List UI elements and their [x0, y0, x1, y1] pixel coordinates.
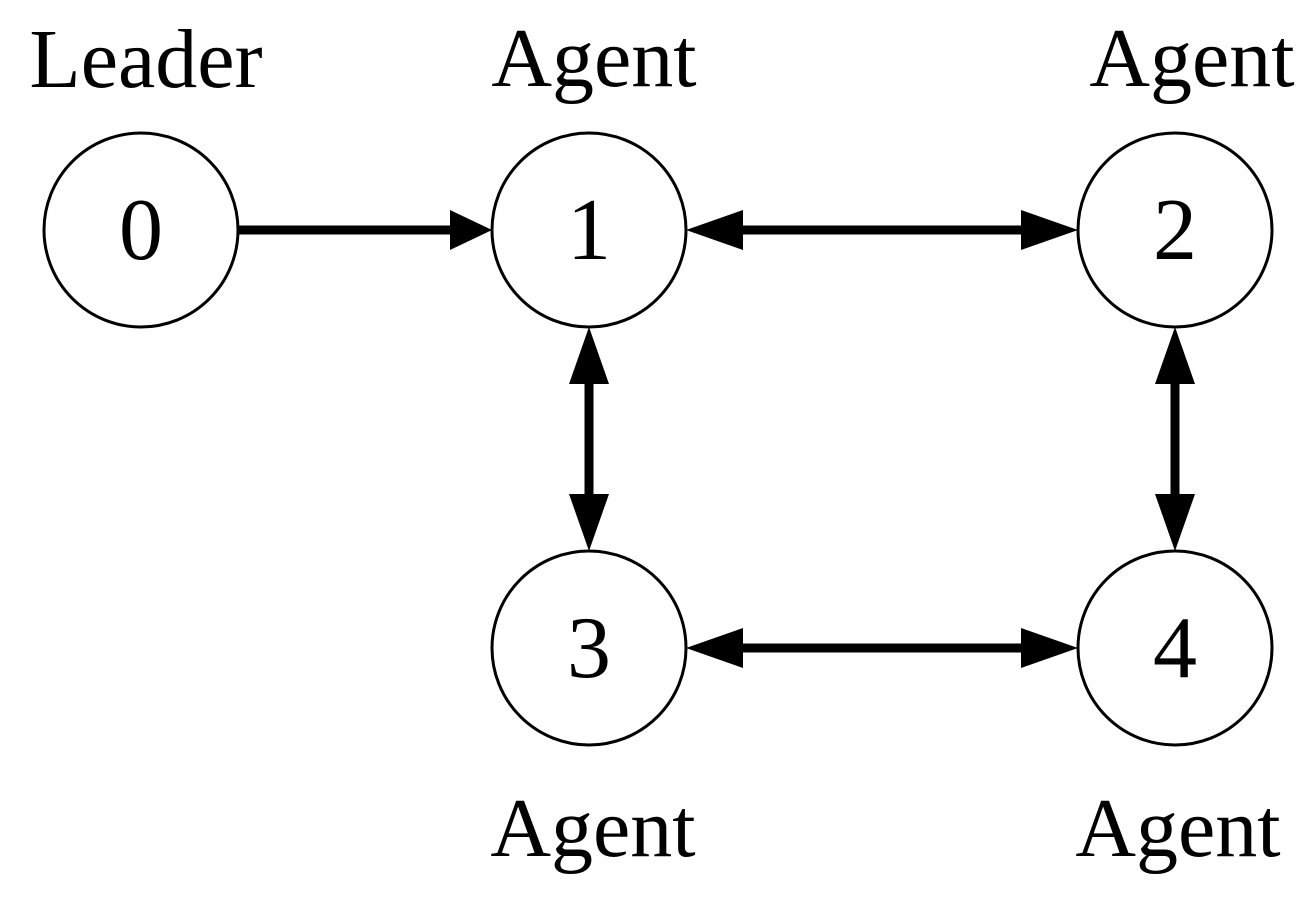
edge-2-4 [1155, 327, 1195, 551]
arrowhead-into-node-4 [1021, 628, 1078, 668]
edge-1-2 [686, 210, 1078, 250]
node-1: 1 Agent [490, 12, 697, 329]
node-0-role-label: Leader [29, 13, 262, 106]
arrowhead-into-node-1 [569, 327, 609, 384]
arrowhead-into-node-2 [1021, 210, 1078, 250]
arrowhead-into-node-3 [569, 494, 609, 551]
arrowhead-into-node-1 [686, 210, 743, 250]
node-3-circle [490, 549, 688, 747]
arrowhead-into-node-3 [686, 628, 743, 668]
node-0-circle [42, 131, 240, 329]
node-0-number: 0 [119, 182, 163, 279]
node-2-role-label: Agent [1089, 12, 1294, 105]
node-4-number: 4 [1153, 600, 1197, 697]
node-2-circle [1076, 131, 1274, 329]
arrowhead-into-node-1 [450, 210, 492, 250]
arrowhead-into-node-2 [1155, 327, 1195, 384]
edge-1-3 [569, 327, 609, 551]
node-1-circle [490, 131, 688, 329]
node-2: 2 Agent [1076, 12, 1295, 329]
node-4-circle [1076, 549, 1274, 747]
edge-3-4 [686, 628, 1078, 668]
node-4-role-label: Agent [1075, 782, 1280, 875]
arrowhead-into-node-4 [1155, 494, 1195, 551]
node-1-number: 1 [567, 182, 611, 279]
node-0: 0 Leader [29, 13, 263, 329]
node-1-role-label: Agent [491, 12, 696, 105]
edges-layer [238, 210, 1195, 668]
node-2-number: 2 [1153, 182, 1197, 279]
node-3-role-label: Agent [490, 782, 695, 875]
node-3-number: 3 [567, 600, 611, 697]
edge-0-1 [238, 210, 492, 250]
